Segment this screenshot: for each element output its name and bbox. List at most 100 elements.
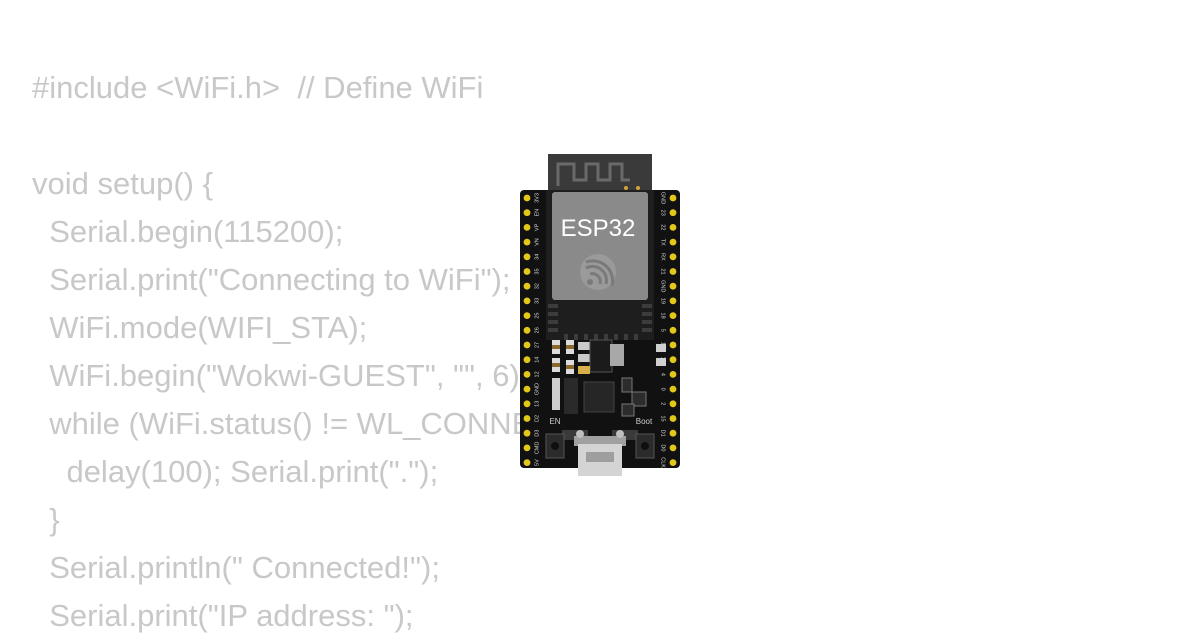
- right-pin-label: 21: [660, 268, 666, 274]
- left-pin[interactable]: [523, 326, 531, 334]
- en-label: EN: [549, 417, 560, 426]
- usb-uart-chip: [583, 381, 615, 413]
- left-pin[interactable]: [523, 253, 531, 261]
- right-pin[interactable]: [669, 444, 677, 452]
- left-pin-label: VP: [534, 223, 540, 231]
- boot-button: [635, 433, 655, 459]
- left-pin[interactable]: [523, 268, 531, 275]
- module-shield: [552, 192, 648, 300]
- esp32-board[interactable]: ESP32: [518, 152, 682, 478]
- left-pin[interactable]: [523, 356, 531, 364]
- left-pin-label: 13: [534, 401, 540, 407]
- en-button: [545, 433, 565, 459]
- right-pin[interactable]: [669, 385, 677, 393]
- right-pin[interactable]: [669, 312, 677, 319]
- left-pin-label: 33: [534, 298, 540, 304]
- right-pin[interactable]: [669, 209, 677, 217]
- antenna-trace: [556, 162, 630, 186]
- right-pin[interactable]: [669, 326, 677, 334]
- code-line: WiFi.begin("Wokwi-GUEST", "", 6);: [32, 358, 529, 393]
- right-pin-label: 2: [660, 402, 666, 405]
- code-line: Serial.begin(115200);: [32, 214, 344, 249]
- left-pin-label: 34: [534, 254, 540, 260]
- right-pin-label: GND: [660, 192, 666, 204]
- voltage-regulator: [589, 339, 613, 373]
- right-pin[interactable]: [669, 371, 677, 378]
- left-pin-label: 5V: [534, 459, 540, 466]
- left-pin-label: 12: [534, 371, 540, 377]
- boot-label: Boot: [636, 417, 653, 426]
- left-pin[interactable]: [523, 224, 531, 231]
- chip-label: ESP32: [561, 215, 636, 242]
- left-pin[interactable]: [523, 341, 531, 349]
- left-pin[interactable]: [523, 459, 531, 466]
- left-pin-label: 3V3: [534, 193, 540, 203]
- left-pin-label: 35: [534, 268, 540, 274]
- left-pin[interactable]: [523, 429, 531, 437]
- right-pin-label: 19: [660, 298, 666, 304]
- left-pin-label: GND: [534, 383, 540, 395]
- left-pin[interactable]: [523, 297, 531, 305]
- left-pin-label: 32: [534, 283, 540, 289]
- code-line: WiFi.mode(WIFI_STA);: [32, 310, 368, 345]
- code-editor-text: #include <WiFi.h> // Define WiFi void set…: [32, 64, 646, 640]
- right-pin[interactable]: [669, 459, 677, 466]
- right-pin[interactable]: [669, 356, 677, 364]
- left-pin[interactable]: [523, 209, 531, 217]
- right-pin[interactable]: [669, 415, 677, 422]
- right-pin-label: 22: [660, 224, 666, 230]
- right-pin-label: 23: [660, 210, 666, 216]
- left-pin-label: 27: [534, 342, 540, 348]
- code-line: Serial.print("Connecting to WiFi");: [32, 262, 511, 297]
- right-pin[interactable]: [669, 268, 677, 275]
- right-pin-label: CLK: [660, 457, 666, 468]
- code-line: void setup() {: [32, 166, 213, 201]
- left-pin-label: 25: [534, 313, 540, 319]
- right-pin-label: RX: [660, 253, 666, 261]
- left-pin-label: EN: [534, 209, 540, 217]
- left-pin-label: 14: [534, 357, 540, 363]
- left-pin[interactable]: [523, 400, 531, 408]
- right-pin-label: D1: [660, 430, 666, 437]
- left-pin[interactable]: [523, 444, 531, 452]
- espressif-logo-icon: [580, 254, 616, 290]
- right-pin-label: 15: [660, 415, 666, 421]
- code-line: }: [32, 502, 60, 537]
- left-pin[interactable]: [523, 194, 531, 202]
- right-pin[interactable]: [669, 194, 677, 202]
- right-pin-label: 16: [660, 357, 666, 363]
- left-pin[interactable]: [523, 415, 531, 422]
- right-pin[interactable]: [669, 297, 677, 305]
- right-pin[interactable]: [669, 282, 677, 290]
- right-pin-label: 17: [660, 342, 666, 348]
- right-pin[interactable]: [669, 400, 677, 408]
- code-line: Serial.println(" Connected!");: [32, 550, 440, 585]
- left-pin[interactable]: [523, 238, 531, 246]
- left-pin-label: D3: [534, 430, 540, 437]
- right-pin[interactable]: [669, 341, 677, 349]
- code-line: Serial.print("IP address: ");: [32, 598, 414, 633]
- left-pin[interactable]: [523, 385, 531, 393]
- right-pin[interactable]: [669, 253, 677, 261]
- left-pin[interactable]: [523, 312, 531, 319]
- right-pin-label: 4: [660, 373, 666, 376]
- right-pin-label: 18: [660, 313, 666, 319]
- code-line: #include <WiFi.h> // Define WiFi: [32, 70, 484, 105]
- right-pin-label: 5: [660, 329, 666, 332]
- right-pin-label: TX: [660, 239, 666, 246]
- right-pin-label: D0: [660, 444, 666, 451]
- micro-usb-port: [574, 430, 626, 476]
- left-pin-label: VN: [534, 238, 540, 246]
- right-pin[interactable]: [669, 429, 677, 437]
- left-pin-label: CMD: [534, 442, 540, 455]
- left-pin[interactable]: [523, 282, 531, 290]
- left-pin-label: D2: [534, 415, 540, 422]
- left-pin[interactable]: [523, 371, 531, 378]
- right-pin[interactable]: [669, 224, 677, 231]
- right-pin-label: 0: [660, 388, 666, 391]
- right-pin[interactable]: [669, 238, 677, 246]
- antenna-area: [548, 154, 652, 192]
- code-line: delay(100); Serial.print(".");: [32, 454, 439, 489]
- left-pin-label: 26: [534, 327, 540, 333]
- right-pin-label: GND: [660, 280, 666, 292]
